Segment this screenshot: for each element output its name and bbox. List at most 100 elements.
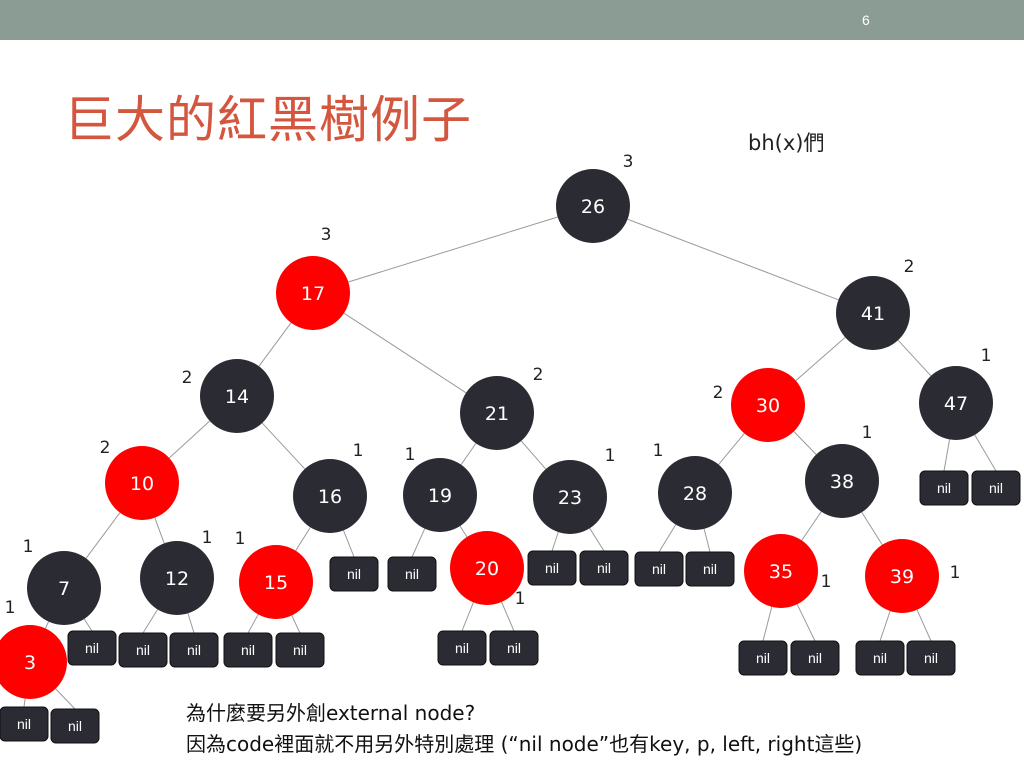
nil-node xyxy=(579,550,629,586)
black-height-label: 3 xyxy=(623,152,634,172)
node-key: 47 xyxy=(944,393,968,415)
nil-label: nil xyxy=(455,640,469,656)
tree-edge xyxy=(795,337,846,381)
tree-node-10 xyxy=(105,446,179,520)
black-height-label: 1 xyxy=(23,537,34,557)
node-key: 21 xyxy=(485,403,509,425)
nil-label: nil xyxy=(756,650,770,666)
tree-edge xyxy=(460,443,477,465)
nil-edge xyxy=(291,615,301,634)
nil-edge xyxy=(879,610,891,642)
nil-node xyxy=(919,470,969,506)
nil-edge xyxy=(943,439,951,472)
tree-node-14 xyxy=(200,359,274,433)
nil-edge xyxy=(762,606,773,642)
nil-edge xyxy=(83,618,93,632)
nil-label: nil xyxy=(924,650,938,666)
black-height-label: 2 xyxy=(533,365,544,385)
caption-question: 為什麼要另外創external node? xyxy=(186,701,476,725)
nil-label: nil xyxy=(808,650,822,666)
black-height-label: 1 xyxy=(202,528,213,548)
nil-node xyxy=(790,640,840,676)
nil-label: nil xyxy=(68,718,82,734)
nil-edge xyxy=(461,602,474,632)
node-key: 12 xyxy=(165,568,189,590)
tree-edge xyxy=(897,339,932,377)
nil-edge xyxy=(589,528,605,552)
tree-edge xyxy=(718,433,745,465)
nil-label: nil xyxy=(293,642,307,658)
node-key: 20 xyxy=(475,558,499,580)
tree-node-15 xyxy=(239,545,313,619)
black-height-label: 3 xyxy=(321,225,332,245)
black-height-label: 2 xyxy=(182,368,193,388)
nil-edge xyxy=(703,528,711,553)
nil-edge xyxy=(142,609,158,634)
black-height-label: 1 xyxy=(862,423,873,443)
tree-edge xyxy=(801,511,822,541)
tree-edge xyxy=(459,525,468,538)
nil-node xyxy=(0,706,49,742)
nil-label: nil xyxy=(136,642,150,658)
nil-node xyxy=(906,640,956,676)
nil-label: nil xyxy=(873,650,887,666)
nil-node xyxy=(437,630,487,666)
node-key: 38 xyxy=(830,471,854,493)
black-height-label: 1 xyxy=(405,445,416,465)
nil-node xyxy=(169,632,219,668)
node-key: 10 xyxy=(130,473,154,495)
nil-label: nil xyxy=(703,561,717,577)
tree-edge xyxy=(861,512,883,545)
tree-node-41 xyxy=(836,276,910,350)
nil-edge xyxy=(247,614,259,634)
tree-node-30 xyxy=(731,368,805,442)
black-height-label: 1 xyxy=(5,598,16,618)
nil-node xyxy=(50,708,100,744)
nil-edge xyxy=(974,434,997,472)
tree-edge xyxy=(85,512,121,559)
tree-edge xyxy=(44,621,50,629)
nil-node xyxy=(738,640,788,676)
node-key: 3 xyxy=(24,652,36,674)
nil-edge xyxy=(23,698,26,708)
tree-edge xyxy=(793,431,817,455)
nil-edge xyxy=(658,524,677,553)
subtitle: bh(x)們 xyxy=(748,131,825,155)
nil-edge xyxy=(187,613,195,634)
nil-label: nil xyxy=(347,566,361,582)
tree-edge xyxy=(627,218,839,301)
nil-label: nil xyxy=(597,560,611,576)
nil-node xyxy=(67,630,117,666)
tree-node-26 xyxy=(556,169,630,243)
tree-edge xyxy=(343,312,467,394)
node-key: 17 xyxy=(301,283,325,305)
nil-edge xyxy=(916,609,932,642)
node-key: 19 xyxy=(428,485,452,507)
tree-edge xyxy=(258,322,292,367)
node-key: 39 xyxy=(890,566,914,588)
tree-node-12 xyxy=(140,541,214,615)
slide-number: 6 xyxy=(862,12,870,28)
node-key: 30 xyxy=(756,395,780,417)
tree-node-16 xyxy=(293,459,367,533)
nil-edge xyxy=(551,531,559,552)
tree-edge xyxy=(295,527,311,551)
node-key: 28 xyxy=(683,483,707,505)
nil-node xyxy=(634,551,684,587)
nil-edge xyxy=(501,601,515,632)
nil-label: nil xyxy=(85,640,99,656)
nil-node xyxy=(329,556,379,592)
black-height-label: 1 xyxy=(653,441,664,461)
node-key: 26 xyxy=(581,196,605,218)
tree-node-20 xyxy=(450,531,524,605)
nil-label: nil xyxy=(545,560,559,576)
black-height-label: 1 xyxy=(235,529,246,549)
tree-node-21 xyxy=(460,376,534,450)
tree-node-23 xyxy=(533,460,607,534)
black-height-label: 1 xyxy=(353,441,364,461)
nil-label: nil xyxy=(507,640,521,656)
tree-edge xyxy=(154,517,165,544)
tree-edge xyxy=(520,440,547,470)
nil-edge xyxy=(343,530,355,558)
nil-label: nil xyxy=(17,716,31,732)
